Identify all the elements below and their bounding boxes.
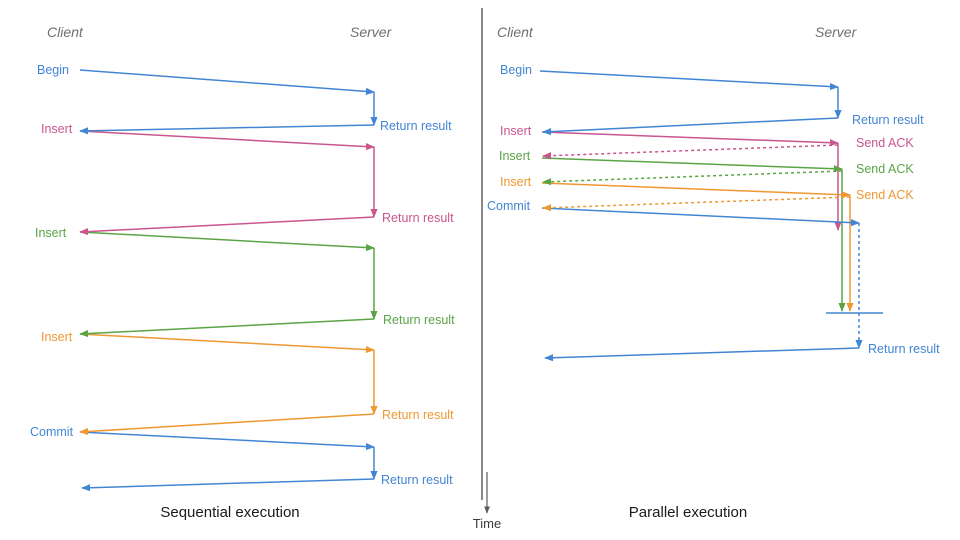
insert2-ack (542, 170, 843, 186)
client-message-label-1: Insert (500, 124, 532, 138)
client-message-label-0: Begin (37, 63, 69, 77)
client-message-label-1: Insert (41, 122, 73, 136)
begin-response (79, 124, 375, 135)
insert3-request (79, 333, 375, 354)
client-message-label-2: Insert (35, 226, 67, 240)
begin-request (539, 70, 839, 91)
server-message-label-0: Return result (852, 113, 924, 127)
client-message-label-0: Begin (500, 63, 532, 77)
server-message-label-2: Return result (383, 313, 455, 327)
server-message-label-4: Return result (868, 342, 940, 356)
insert2-response (79, 318, 375, 338)
insert1-request (79, 130, 375, 151)
begin-response (542, 117, 839, 136)
commit-request (541, 207, 860, 227)
insert3-request (541, 182, 851, 199)
client-message-label-3: Insert (500, 175, 532, 189)
insert3-response (79, 413, 375, 436)
lane-header-server: Server (815, 24, 858, 40)
insert1-request (541, 131, 839, 147)
commit-response (81, 478, 375, 492)
client-message-label-3: Insert (41, 330, 73, 344)
lane-header-client: Client (47, 24, 84, 40)
server-message-label-3: Return result (382, 408, 454, 422)
lane-header-server: Server (350, 24, 393, 40)
begin-request (79, 69, 375, 95)
time-axis-label: Time (473, 516, 501, 531)
server-message-label-2: Send ACK (856, 162, 914, 176)
client-message-label-4: Commit (30, 425, 74, 439)
server-message-label-4: Return result (381, 473, 453, 487)
panel-caption-sequential: Sequential execution (160, 504, 299, 521)
server-message-label-0: Return result (380, 119, 452, 133)
insert2-request (541, 157, 843, 173)
server-message-label-3: Send ACK (856, 188, 914, 202)
insert2-request (79, 231, 375, 252)
server-message-label-1: Return result (382, 211, 454, 225)
lane-header-client: Client (497, 24, 534, 40)
client-message-label-2: Insert (499, 149, 531, 163)
insert1-ack (542, 144, 839, 160)
client-message-label-4: Commit (487, 199, 531, 213)
commit-response (544, 347, 860, 362)
insert1-response (79, 216, 375, 236)
panel-caption-parallel: Parallel execution (629, 504, 747, 521)
server-message-label-1: Send ACK (856, 136, 914, 150)
insert3-ack (542, 196, 851, 212)
commit-request (79, 431, 375, 451)
